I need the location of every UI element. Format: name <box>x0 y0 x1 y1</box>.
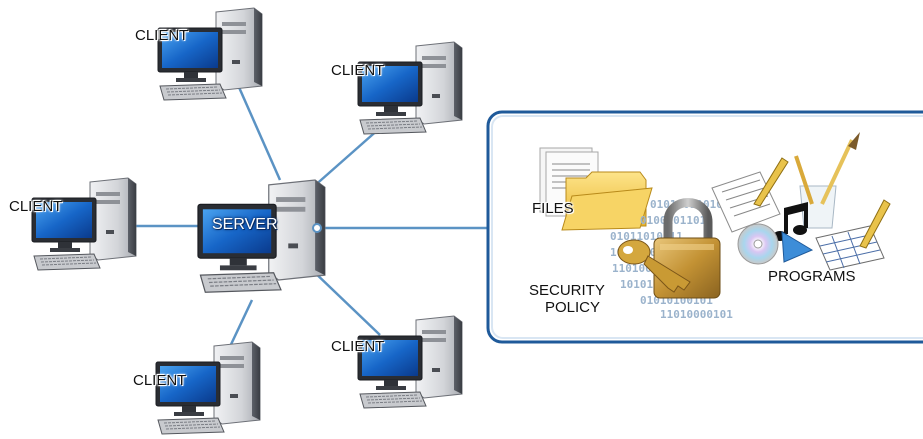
cd-icon <box>737 223 779 265</box>
document-pencil-icon <box>711 157 789 233</box>
files-label: FILES <box>532 200 574 217</box>
files-icon <box>539 147 653 231</box>
client-computer-top-right <box>357 41 463 135</box>
binary-line-2: 01001011011 <box>640 214 713 227</box>
client-label-top-right: CLIENT <box>331 62 385 79</box>
brush-jar-icon <box>794 132 860 229</box>
client-label-left: CLIENT <box>9 198 63 215</box>
client-computer-top-left <box>157 7 263 101</box>
client-label-bottom-right: CLIENT <box>331 338 385 355</box>
client-label-top-left: CLIENT <box>135 27 189 44</box>
key-icon <box>617 239 691 293</box>
link-top-right <box>311 127 381 189</box>
programs-label: PROGRAMS <box>768 268 856 285</box>
binary-line-8: 11010000101 <box>660 308 733 321</box>
server-label: SERVER <box>212 216 278 233</box>
link-top-left <box>236 84 282 181</box>
server-port-dot <box>312 223 322 233</box>
security-policy-label: SECURITY POLICY <box>529 282 605 316</box>
server-computer <box>197 179 326 293</box>
spreadsheet-pencil-icon <box>815 199 891 271</box>
play-triangle-icon <box>781 231 814 263</box>
security-label-line-1: SECURITY <box>529 282 605 299</box>
client-label-bottom-left: CLIENT <box>133 372 187 389</box>
client-computer-left <box>31 177 137 271</box>
security-label-line-2: POLICY <box>545 299 601 316</box>
link-bottom-right <box>309 267 381 336</box>
